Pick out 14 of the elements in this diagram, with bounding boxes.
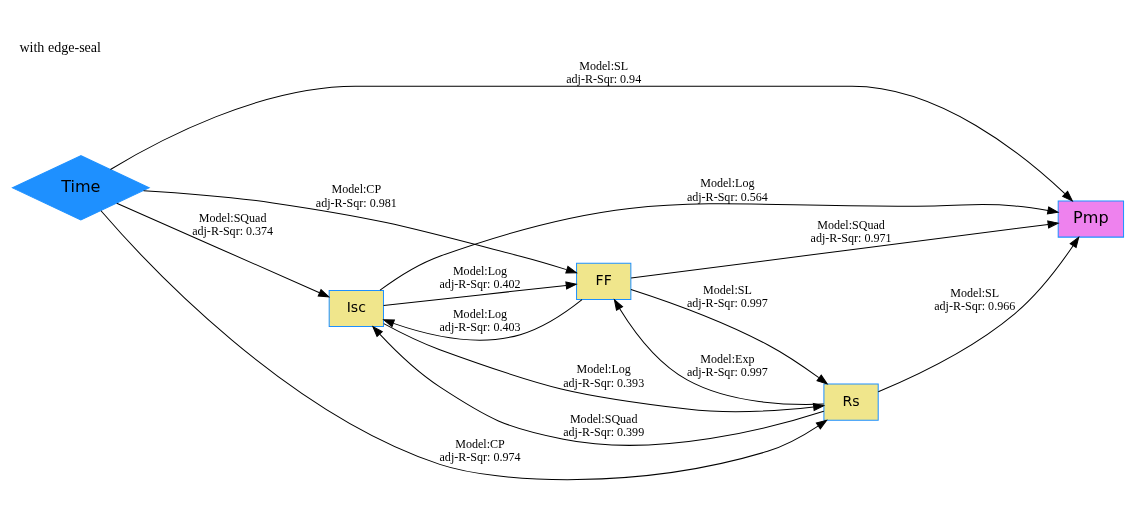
edge-label: Model:CP adj-R-Sqr: 0.981 [315,182,397,210]
edge-label: Model:Exp adj-R-Sqr: 0.997 [686,352,768,380]
edge-label: Model:CP adj-R-Sqr: 0.974 [439,436,521,464]
edge-label: Model:Log adj-R-Sqr: 0.402 [439,263,521,291]
edge-label: Model:SL adj-R-Sqr: 0.997 [686,283,768,311]
edge-label: Model:SL adj-R-Sqr: 0.966 [934,286,1016,314]
edge-label: Model:Log adj-R-Sqr: 0.564 [686,176,768,204]
edge-label: Model:SQuad adj-R-Sqr: 0.971 [810,217,892,245]
edge-label: Model:SL adj-R-Sqr: 0.94 [566,58,642,86]
edge-label: Model:SQuad adj-R-Sqr: 0.374 [192,210,274,238]
diagram-title: with edge-seal [19,39,102,56]
edge-label: Model:Log adj-R-Sqr: 0.403 [439,307,521,335]
edge-label: Model:Log adj-R-Sqr: 0.393 [563,362,645,390]
edge-label: Model:SQuad adj-R-Sqr: 0.399 [563,411,645,439]
